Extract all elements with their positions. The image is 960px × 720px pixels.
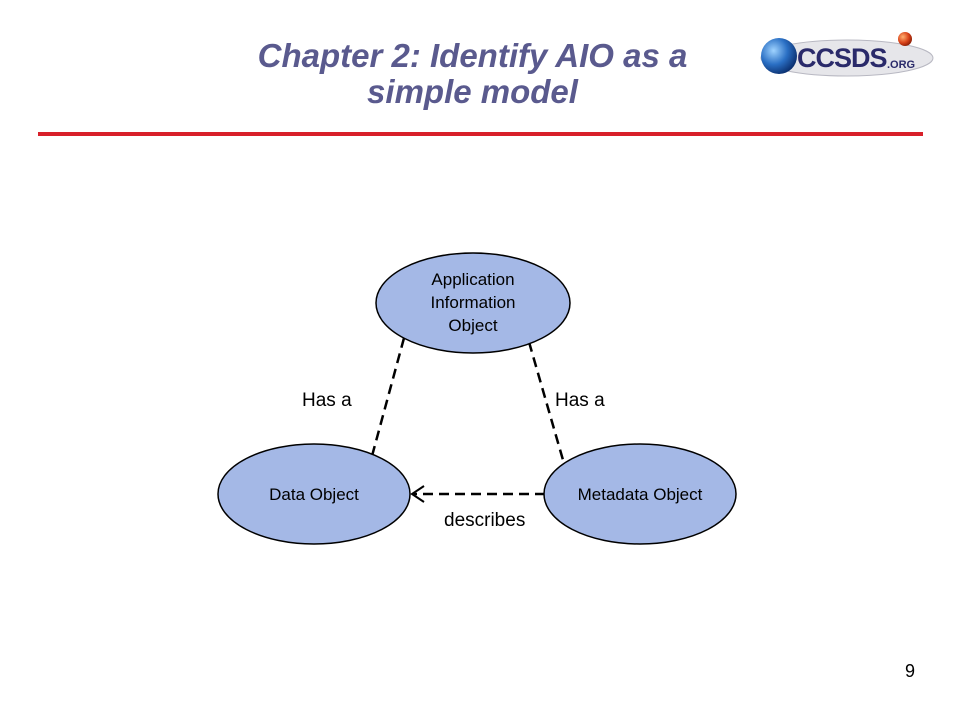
node-aio-line-1: Application — [431, 270, 514, 289]
node-aio-line-3: Object — [448, 316, 497, 335]
node-data-object-label: Data Object — [269, 485, 359, 504]
edge-label-aio-data: Has a — [302, 390, 352, 411]
ccsds-logo: CCSDS .ORG — [760, 32, 934, 77]
slide-title-line-2: simple model — [367, 73, 578, 110]
node-metadata-object: Metadata Object — [543, 443, 737, 545]
arrowhead-icon — [410, 485, 425, 503]
node-application-information-object: Application Information Object — [375, 252, 571, 354]
edge-aio-to-metadata — [527, 341, 565, 461]
logo-globe — [761, 38, 797, 74]
logo-red-dot — [898, 32, 912, 46]
node-metadata-object-label: Metadata Object — [578, 485, 703, 504]
edge-aio-to-data — [370, 337, 406, 457]
slide-title-line-1: Chapter 2: Identify AIO as a — [257, 37, 688, 74]
node-data-object: Data Object — [217, 443, 411, 545]
title-divider — [38, 132, 923, 136]
logo-swoosh — [760, 39, 934, 77]
node-aio-line-2: Information — [430, 293, 515, 312]
logo-suffix: .ORG — [887, 59, 915, 71]
edge-label-describes: describes — [444, 510, 525, 531]
edge-label-aio-metadata: Has a — [555, 390, 605, 411]
logo-wordmark: CCSDS — [797, 43, 887, 73]
page-number: 9 — [904, 661, 915, 681]
slide-title: Chapter 2: Identify AIO as a simple mode… — [180, 38, 765, 110]
